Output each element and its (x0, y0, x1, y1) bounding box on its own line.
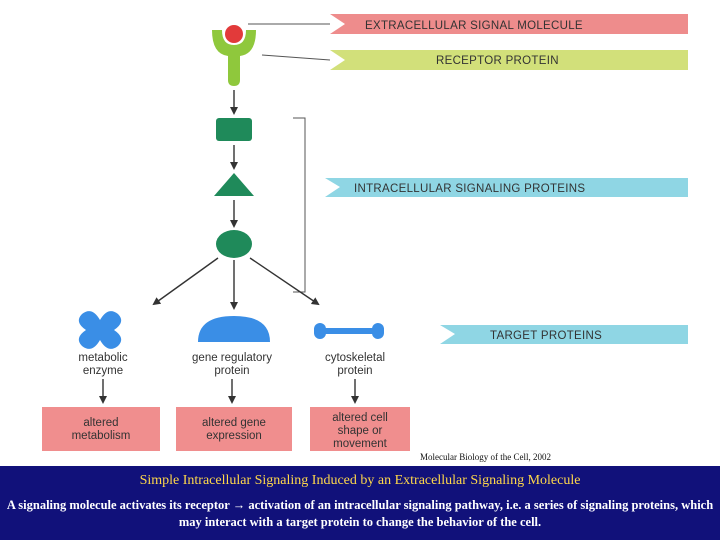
gene-protein-label-1: gene regulatory (192, 352, 272, 364)
enzyme-label-2: enzyme (83, 365, 123, 377)
caption-panel: Simple Intracellular Signaling Induced b… (0, 466, 720, 540)
outcome-box-metabolism (42, 407, 160, 451)
receptor-protein-icon (212, 30, 256, 86)
arrow-to-enzyme (152, 257, 219, 306)
outcome-cell-2: shape or (338, 425, 383, 437)
bracket-intracellular (293, 117, 306, 293)
banner-target-text: TARGET PROTEINS (490, 330, 602, 342)
banner-signal-text: EXTRACELLULAR SIGNAL MOLECULE (365, 20, 583, 32)
outcome-box-gene (176, 407, 292, 451)
source-credit: Molecular Biology of the Cell, 2002 (420, 452, 551, 462)
banner-receptor-protein: RECEPTOR PROTEIN (330, 50, 688, 70)
cyto-label-2: protein (337, 365, 372, 377)
outcome-gene-1: altered gene (202, 417, 266, 429)
outcome-gene-2: expression (206, 430, 262, 442)
signal-molecule-icon (225, 25, 243, 43)
cytoskeletal-protein-icon (314, 323, 384, 339)
metabolic-enzyme-icon (78, 311, 122, 349)
arrow-to-cytoskeletal (249, 257, 320, 306)
banner-target-proteins: TARGET PROTEINS (440, 325, 688, 344)
banner-extracellular-signal: EXTRACELLULAR SIGNAL MOLECULE (330, 14, 688, 34)
relay-protein-circle-icon (216, 230, 252, 258)
outcome-box-cell (310, 407, 410, 451)
outcome-cell-3: movement (333, 438, 387, 450)
gene-protein-label-2: protein (214, 365, 249, 377)
outcome-cell-1: altered cell (332, 412, 388, 424)
caption-body: A signaling molecule activates its recep… (6, 498, 714, 529)
banner-intracellular-text: INTRACELLULAR SIGNALING PROTEINS (354, 183, 585, 195)
leader-line-receptor (261, 54, 331, 61)
gene-regulatory-protein-icon (198, 316, 270, 342)
banner-intracellular-proteins: INTRACELLULAR SIGNALING PROTEINS (325, 178, 688, 197)
outcome-metabolism-2: metabolism (72, 430, 131, 442)
outcome-metabolism-1: altered (83, 417, 118, 429)
signaling-diagram: EXTRACELLULAR SIGNAL MOLECULE RECEPTOR P… (42, 14, 688, 451)
relay-protein-triangle-icon (214, 173, 254, 196)
banner-receptor-text: RECEPTOR PROTEIN (436, 55, 559, 67)
enzyme-label-1: metabolic (78, 352, 127, 364)
cyto-label-1: cytoskeletal (325, 352, 385, 364)
relay-protein-square-icon (216, 118, 252, 141)
caption-title: Simple Intracellular Signaling Induced b… (139, 473, 581, 488)
